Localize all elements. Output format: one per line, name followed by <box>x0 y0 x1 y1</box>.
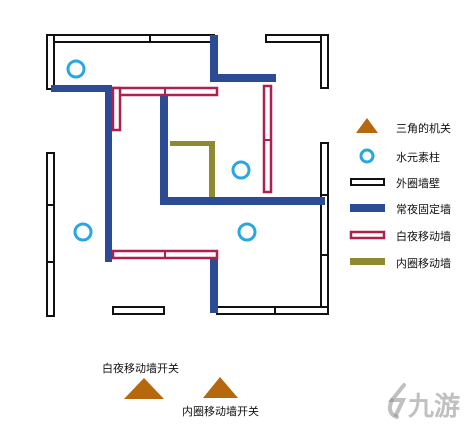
legend-label-water-pillar: 水元素柱 <box>396 151 440 164</box>
fixed-wall-segment <box>160 95 168 205</box>
outer-wall-bottom-right <box>216 306 329 315</box>
legend-label-outer-wall: 外圈墙壁 <box>396 177 440 190</box>
legend-label-fixed-wall: 常夜固定墙 <box>396 203 451 216</box>
white-night-switch-label: 白夜移动墙开关 <box>102 362 179 375</box>
fixed-wall-segment <box>105 85 112 262</box>
outer-wall-right <box>320 142 329 314</box>
inner-moving-wall-icon <box>350 258 385 265</box>
fixed-wall-segment <box>210 255 218 313</box>
watermark-text: 九游 <box>408 392 461 422</box>
outer-wall-icon <box>350 178 385 186</box>
fixed-wall-icon <box>350 204 385 212</box>
inner-wall-segment <box>209 141 215 197</box>
inner-wall-segment <box>170 141 214 146</box>
outer-wall-bottom-left <box>112 306 165 315</box>
inner-ring-switch-label: 内圈移动墙开关 <box>182 405 259 418</box>
legend-icons <box>349 118 386 265</box>
outer-walls <box>46 34 329 317</box>
fixed-wall-segment <box>51 85 109 92</box>
white-night-moving-walls <box>111 84 273 260</box>
fixed-wall-segment <box>210 74 276 82</box>
fixed-wall-segment <box>160 197 325 205</box>
legend-label-inner-moving-wall: 内圈移动墙 <box>396 257 451 270</box>
water-pillar-icon <box>359 148 375 164</box>
water-pillar-icon[interactable] <box>66 59 86 79</box>
triangle-mechanism-icon <box>356 118 378 133</box>
white-night-moving-wall-icon <box>349 230 386 240</box>
watermark-logo-icon <box>387 383 407 419</box>
legend-label-triangle-mechanism: 三角的机关 <box>396 122 451 135</box>
outer-wall-left <box>46 152 55 317</box>
fixed-wall-segment <box>210 35 218 78</box>
outer-wall-top-right <box>265 34 329 89</box>
white-night-switch-triangle-icon[interactable] <box>124 378 164 399</box>
water-pillar-icon[interactable] <box>237 222 257 242</box>
inner-moving-walls <box>170 141 215 197</box>
water-pillar-icon[interactable] <box>73 222 93 242</box>
inner-ring-switch-triangle-icon[interactable] <box>203 377 238 398</box>
moving-wall-segment <box>111 86 122 132</box>
fixed-walls <box>51 35 325 313</box>
legend-label-white-night-moving-wall: 白夜移动墙 <box>396 230 451 243</box>
water-pillar-icon[interactable] <box>231 160 251 180</box>
water-pillars <box>66 59 257 242</box>
